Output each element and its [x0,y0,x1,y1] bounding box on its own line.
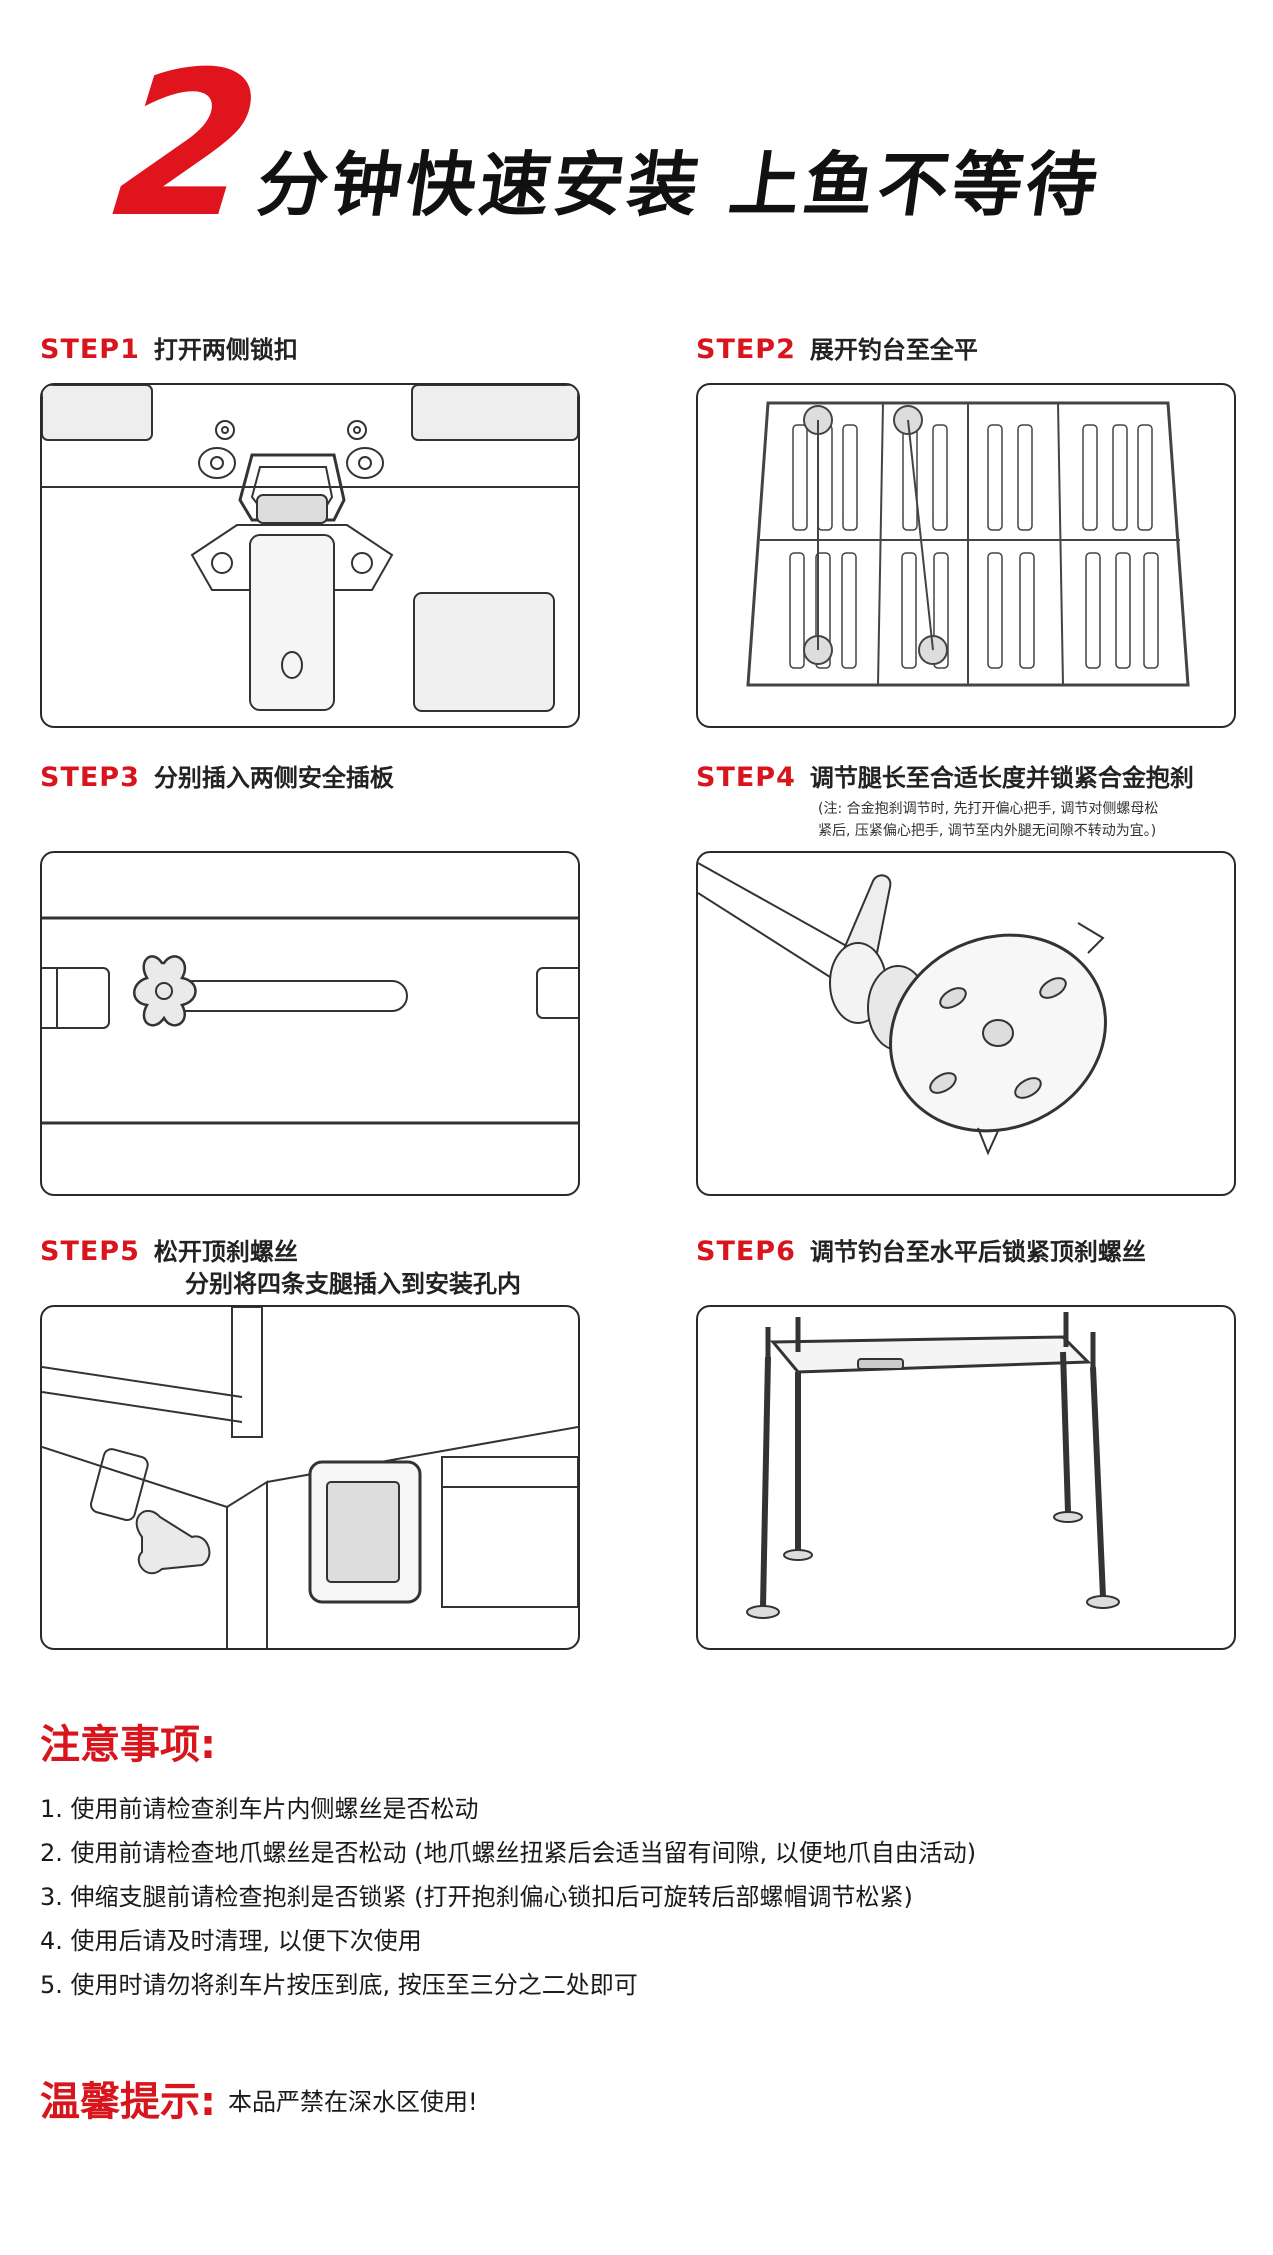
step4-code: STEP4 [696,762,796,793]
tip-text: 本品严禁在深水区使用! [228,2088,478,2116]
step3-code: STEP3 [40,762,140,793]
notes-list: 1. 使用前请检查刹车片内侧螺丝是否松动 2. 使用前请检查地爪螺丝是否松动 (… [40,1787,976,2007]
page-title: 分钟快速安装 上鱼不等待 [252,144,1107,226]
notes-item: 4. 使用后请及时清理, 以便下次使用 [40,1927,422,1955]
step5-title: 松开顶刹螺丝 [153,1238,298,1266]
step4-note-line2: 紧后, 压紧偏心把手, 调节至内外腿无间隙不转动为宜。) [818,823,1157,839]
step5-title-line2: 分别将四条支腿插入到安装孔内 [185,1270,521,1298]
leg-clamp-foot-illustration [698,862,1107,1156]
step2-title: 展开钓台至全平 [809,336,978,364]
step6-image-frame [696,1305,1236,1650]
notes-item: 1. 使用前请检查刹车片内侧螺丝是否松动 [40,1795,479,1823]
unfolded-platform-illustration [746,401,1190,687]
step1-title: 打开两侧锁扣 [153,336,298,364]
tip-heading: 温馨提示: [40,2079,216,2125]
step2-label: STEP2 展开钓台至全平 [696,330,978,370]
latch-lock-illustration [42,385,578,712]
step2-code: STEP2 [696,334,796,365]
safety-plate-slot-illustration [42,916,578,1125]
step6-code: STEP6 [696,1236,796,1267]
step2-image-frame [696,383,1236,728]
step1-image-frame [40,383,580,728]
big-number-2: 2 [105,29,270,262]
step3-label: STEP3 分别插入两侧安全插板 [40,758,394,798]
step6-title: 调节钓台至水平后锁紧顶刹螺丝 [809,1238,1146,1266]
step3-title: 分别插入两侧安全插板 [153,764,394,792]
notes-heading: 注意事项: [40,1722,216,1768]
notes-item: 3. 伸缩支腿前请检查抱刹是否锁紧 (打开抱刹偏心锁扣后可旋转后部螺帽调节松紧) [40,1883,913,1911]
assembled-platform-illustration [746,1312,1120,1619]
step1-label: STEP1 打开两侧锁扣 [40,330,298,370]
step5-image-frame [40,1305,580,1650]
step4-image-frame [696,851,1236,1196]
warm-tip: 温馨提示: 本品严禁在深水区使用! [40,2072,478,2132]
notes-item: 2. 使用前请检查地爪螺丝是否松动 (地爪螺丝扭紧后会适当留有间隙, 以便地爪自… [40,1839,977,1867]
step5-code: STEP5 [40,1236,140,1267]
notes-item: 5. 使用时请勿将刹车片按压到底, 按压至三分之二处即可 [40,1971,638,1999]
step1-code: STEP1 [40,334,140,365]
step6-label: STEP6 调节钓台至水平后锁紧顶刹螺丝 [696,1232,1146,1272]
step4-note-line1: (注: 合金抱刹调节时, 先打开偏心把手, 调节对侧螺母松 [818,801,1159,817]
step5-label: STEP5 松开顶刹螺丝 [40,1232,298,1272]
leg-socket-knob-illustration [42,1307,578,1648]
step3-image-frame [40,851,580,1196]
step4-label: STEP4 调节腿长至合适长度并锁紧合金抱刹 [696,758,1194,798]
step4-title: 调节腿长至合适长度并锁紧合金抱刹 [809,764,1194,792]
